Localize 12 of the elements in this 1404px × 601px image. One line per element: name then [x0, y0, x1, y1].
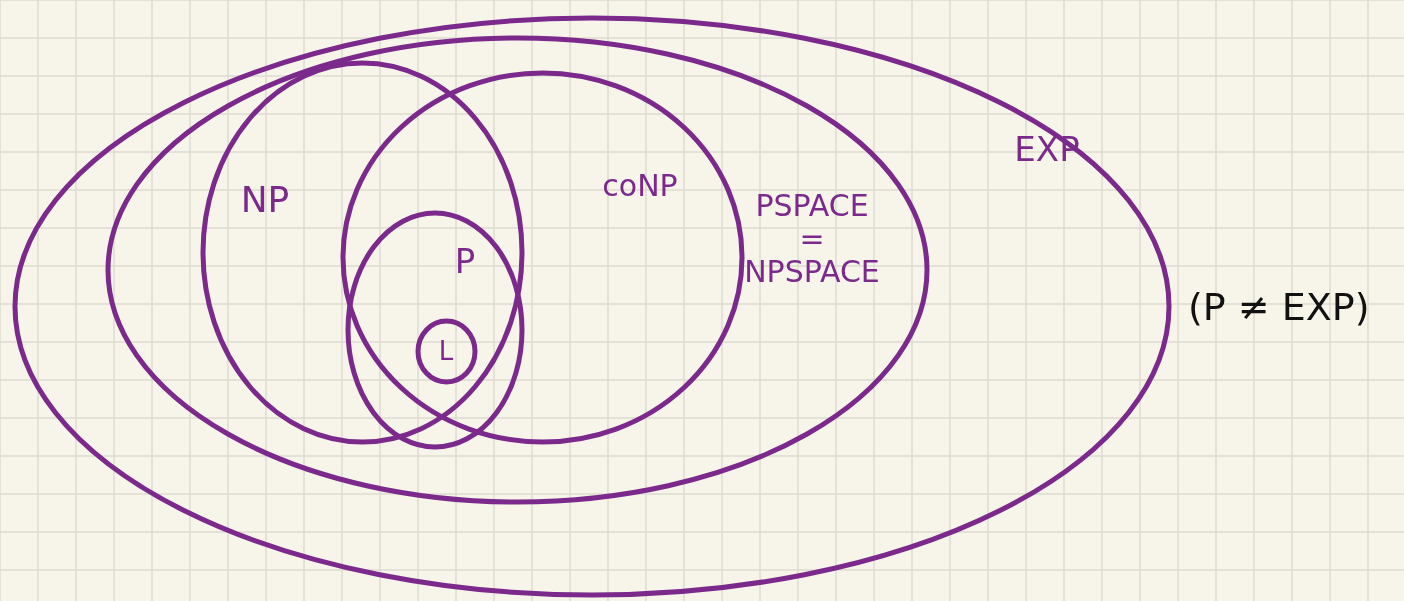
set-label: NP	[240, 180, 290, 220]
set-label: L	[438, 336, 454, 366]
set-ellipse	[12, 15, 1172, 598]
set-ellipse	[200, 60, 525, 445]
note-text: (P ≠ EXP)	[1188, 285, 1370, 329]
set-label: PSPACE = NPSPACE	[744, 188, 880, 288]
set-label: P	[454, 243, 476, 281]
set-ellipse	[105, 35, 930, 505]
set-ellipse	[345, 210, 525, 450]
set-ellipse	[340, 70, 745, 445]
set-label: coNP	[602, 168, 678, 202]
set-ellipse	[415, 318, 478, 385]
